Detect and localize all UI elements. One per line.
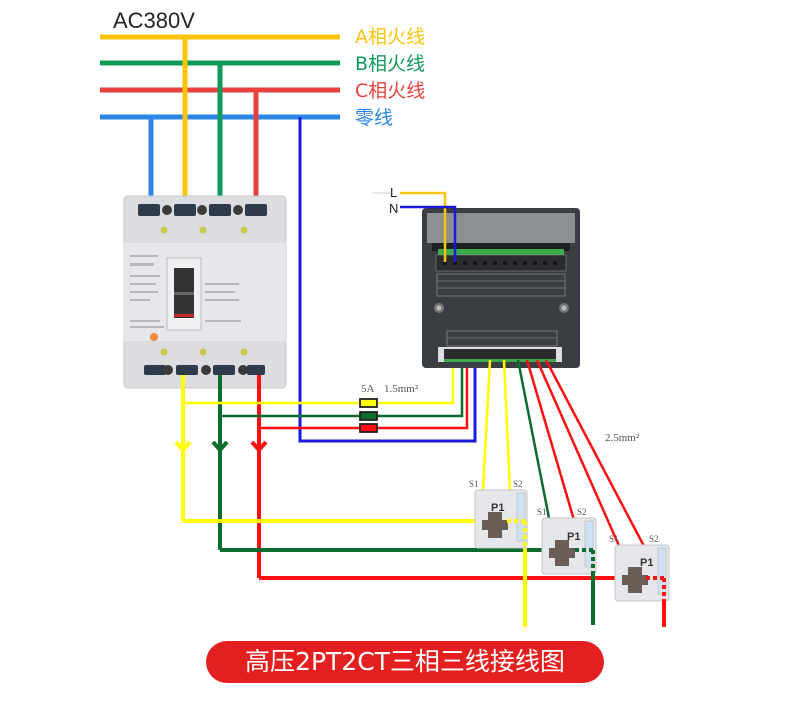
ct-c-s2-label: S2 <box>649 534 659 544</box>
load-lines <box>174 375 664 580</box>
ct-c: P1 S1 S2 <box>609 534 670 602</box>
ct-a: P1 S1 S2 <box>469 479 528 549</box>
legend-phase-c: C相火线 <box>355 80 425 102</box>
fuse-rating-label: 5A <box>361 383 375 395</box>
fuse-b <box>359 411 378 421</box>
legend-phase-b: B相火线 <box>355 53 425 75</box>
ct-c-p1-label: P1 <box>640 557 653 569</box>
ct-secondary-wires <box>481 359 648 551</box>
ct-a-s1-label: S1 <box>469 479 479 489</box>
legend-phase-a: A相火线 <box>355 26 425 48</box>
aux-live-label: L <box>390 185 397 200</box>
aux-terminals <box>443 261 557 265</box>
aux-neutral-label: N <box>389 201 398 216</box>
voltage-wire-size-label: 1.5mm² <box>384 383 419 395</box>
ct-b-s2-label: S2 <box>577 507 587 517</box>
fuse-c <box>359 423 378 433</box>
bus-drops <box>148 37 477 443</box>
ct-b: P1 S1 S2 <box>537 507 597 575</box>
ct-a-p1-label: P1 <box>491 502 504 514</box>
current-wire-size-label: 2.5mm² <box>605 432 640 444</box>
ct-c-s1-label: S1 <box>609 534 619 544</box>
primary-continuation <box>507 519 666 627</box>
legend-neutral: 零线 <box>355 107 393 129</box>
diagram-title-banner: 高压2PT2CT三相三线接线图 <box>206 641 604 683</box>
voltage-lines <box>183 358 469 430</box>
legend: A相火线 B相火线 C相火线 零线 <box>355 26 425 129</box>
power-meter <box>422 208 580 368</box>
circuit-breaker <box>123 195 287 389</box>
ct-a-s2-label: S2 <box>513 479 523 489</box>
supply-voltage-label: AC380V <box>113 8 195 33</box>
ct-b-p1-label: P1 <box>567 531 580 543</box>
fuses <box>359 398 378 433</box>
fuse-a <box>359 398 378 408</box>
aux-power-wires: L N <box>372 185 457 262</box>
ct-b-s1-label: S1 <box>537 507 547 517</box>
